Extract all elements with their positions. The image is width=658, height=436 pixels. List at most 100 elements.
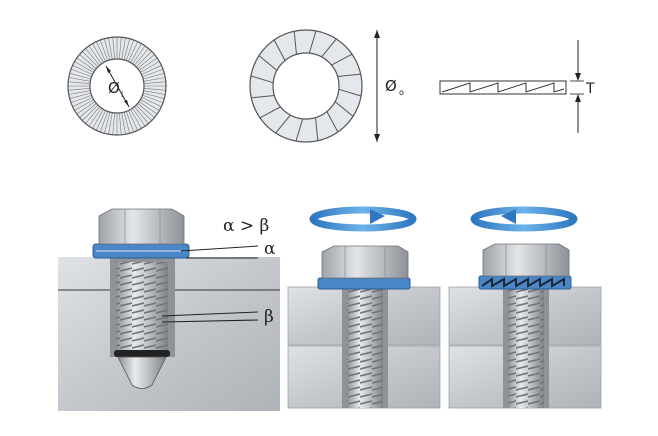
serration-line <box>132 107 146 127</box>
serration-line <box>140 99 160 111</box>
serration-line <box>128 41 138 62</box>
serration-line <box>134 106 149 124</box>
cam-edge-line <box>259 106 281 119</box>
alpha-label: α <box>264 239 276 259</box>
rotation-arrow-counterclockwise <box>470 206 578 232</box>
serration-line <box>88 45 102 65</box>
thickness-label: T <box>585 81 595 97</box>
serration-line <box>143 88 166 91</box>
serration-line <box>119 37 122 60</box>
cam-edge-line <box>338 88 362 97</box>
rotation-arrow-clockwise <box>309 206 417 232</box>
cam-edge-line <box>273 39 286 61</box>
serration-line <box>85 106 100 124</box>
serration-line <box>142 94 164 104</box>
serration-line <box>68 88 91 91</box>
cam-edge-line <box>337 73 361 77</box>
serration-line <box>99 39 109 61</box>
cam-edge-line <box>251 95 275 99</box>
serration-line <box>143 77 166 82</box>
cam-edge-line <box>321 38 337 58</box>
serration-line <box>88 107 102 127</box>
serration-line <box>130 109 142 129</box>
serration-line <box>112 112 115 135</box>
cam-edge-line <box>295 118 304 142</box>
serration-line <box>135 104 152 121</box>
serration-line <box>137 103 155 118</box>
bolt-loosening-view <box>448 206 602 409</box>
serration-line <box>134 48 149 66</box>
serration-line <box>143 92 165 99</box>
cam-edge-line <box>293 31 297 55</box>
serration-line <box>123 38 130 60</box>
serration-line <box>82 104 99 121</box>
serration-line <box>68 90 91 95</box>
bolt-cutaway-angles: α > β α β <box>58 208 280 411</box>
serration-line <box>132 45 146 65</box>
serration-line <box>141 97 162 107</box>
inner-diameter-label: Ø <box>108 79 120 97</box>
beta-label: β <box>264 307 274 327</box>
serration-line <box>104 38 111 60</box>
serration-line <box>69 73 91 80</box>
serration-line <box>85 48 100 66</box>
serration-line <box>123 112 130 134</box>
serration-line <box>108 37 113 60</box>
washer-top-view-inner: Ø i <box>67 36 167 136</box>
inner-diameter-line <box>105 65 130 108</box>
cam-edge-line <box>308 30 317 54</box>
cam-edge-line <box>334 101 354 117</box>
serration-line <box>79 54 97 69</box>
serration-line <box>137 54 155 69</box>
serration-line <box>142 68 164 78</box>
washer-cams <box>250 30 362 142</box>
serration-line <box>125 111 135 133</box>
serration-line <box>108 112 113 135</box>
serration-line <box>99 111 109 133</box>
serration-line <box>68 81 91 84</box>
washer-side-profile: T <box>439 40 595 133</box>
bolt-tightening-view <box>287 206 441 409</box>
bolt-head <box>98 208 185 245</box>
serration-line <box>121 112 126 135</box>
inner-diameter-subscript: i <box>121 90 123 99</box>
cam-edge-line <box>331 53 353 66</box>
serration-line <box>135 51 152 68</box>
cam-edge-line <box>326 111 339 133</box>
serration-line <box>74 61 94 73</box>
serration-line <box>68 77 91 82</box>
serration-line <box>143 81 166 84</box>
serration-line <box>82 51 99 68</box>
cam-edge-line <box>275 114 291 134</box>
serration-line <box>76 101 96 115</box>
serration-line <box>72 65 93 75</box>
serration-line <box>138 101 158 115</box>
serration-line <box>143 90 166 95</box>
serration-line <box>92 43 104 63</box>
serration-line <box>130 43 142 63</box>
serration-line <box>70 94 92 104</box>
serration-line <box>96 41 106 62</box>
serration-line <box>72 97 93 107</box>
angle-relation-label: α > β <box>223 216 269 236</box>
serration-line <box>69 92 91 99</box>
serration-line <box>112 37 115 60</box>
serration-line <box>104 112 111 134</box>
serration-line <box>143 73 165 80</box>
serration-line <box>119 112 122 135</box>
serration-line <box>141 65 162 75</box>
cam-edge-line <box>250 75 274 84</box>
cam-edge-line <box>315 117 319 141</box>
cam-edge-line <box>258 55 278 71</box>
outer-diameter-label: Ø <box>385 77 397 95</box>
serration-line <box>138 57 158 71</box>
serration-line <box>79 103 97 118</box>
serration-line <box>92 109 104 129</box>
serration-line <box>74 99 94 111</box>
washer-top-view-outer: Ø o <box>249 29 404 143</box>
outer-diameter-subscript: o <box>399 88 404 97</box>
serration-line <box>76 57 96 71</box>
serration-line <box>125 39 135 61</box>
serration-line <box>70 68 92 78</box>
serration-line <box>96 110 106 131</box>
